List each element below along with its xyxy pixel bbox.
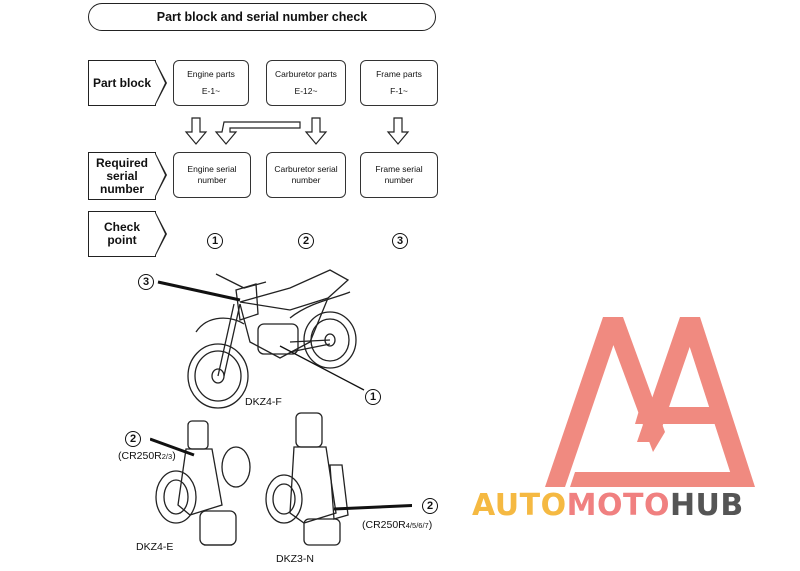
label-required-serial: Required serial number (88, 151, 167, 200)
arrow-engine (184, 117, 208, 145)
diagram-title: Part block and serial number check (88, 3, 436, 31)
part-code: E-1~ (201, 86, 221, 96)
front-wheel (187, 343, 249, 409)
serial-box-frame: Frame serial number (360, 152, 438, 198)
carburetor-left-illustration (150, 420, 251, 546)
label-check-point: Check point (88, 210, 167, 257)
motorcycle-illustration (157, 269, 365, 409)
part-box-frame: Frame parts F-1~ (360, 60, 438, 106)
flow-arrows (184, 117, 410, 145)
arrow-carburetor (304, 117, 328, 145)
arrow-carb-to-engine (214, 121, 301, 145)
rear-wheel (303, 311, 357, 369)
carb-left-model: (CR250R2/3) (118, 450, 176, 462)
part-name: Carburetor parts (275, 69, 337, 79)
serial-box-engine: Engine serial number (173, 152, 251, 198)
serial-box-carburetor: Carburetor serial number (266, 152, 346, 198)
motorcycle-model-label: DKZ4-F (245, 396, 282, 408)
carb-left-code: DKZ4-E (136, 541, 174, 553)
watermark-text: AUTOMOTOHUB (472, 488, 744, 523)
seat-tank (239, 269, 350, 311)
part-name: Frame parts (376, 69, 422, 79)
label-part-block: Part block (88, 59, 167, 106)
part-name: Engine parts (187, 69, 235, 79)
carb-right-model: (CR250R4/5/6/7) (362, 519, 433, 531)
part-code: E-12~ (294, 86, 318, 96)
check-point-1: 1 (207, 233, 223, 249)
callout-3-moto: 3 (138, 274, 154, 290)
carburetor-right-illustration (265, 412, 412, 546)
callout-2-right: 2 (422, 498, 438, 514)
callout-2-left: 2 (125, 431, 141, 447)
check-point-3: 3 (392, 233, 408, 249)
engine (257, 323, 299, 355)
callout-1-moto: 1 (365, 389, 381, 405)
carb-right-code: DKZ3-N (276, 553, 314, 565)
watermark-logo-icon (545, 317, 755, 487)
part-box-carburetor: Carburetor parts E-12~ (266, 60, 346, 106)
number-plate (235, 283, 259, 321)
arrow-frame (386, 117, 410, 145)
check-point-2: 2 (298, 233, 314, 249)
part-box-engine: Engine parts E-1~ (173, 60, 249, 106)
part-code: F-1~ (390, 86, 408, 96)
